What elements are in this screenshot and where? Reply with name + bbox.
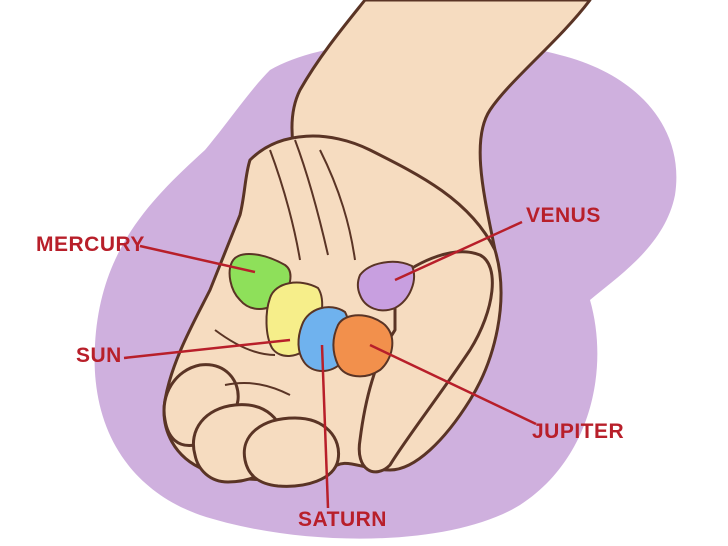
pointer-line-saturn <box>320 344 330 509</box>
crease-line <box>214 329 276 356</box>
crease-line <box>269 149 301 261</box>
crease-line <box>319 149 356 261</box>
label-venus: VENUS <box>526 204 601 227</box>
label-saturn: SATURN <box>298 508 387 531</box>
label-jupiter: JUPITER <box>532 420 624 443</box>
pointer-line-sun <box>123 338 291 360</box>
crease-line <box>224 382 291 396</box>
pointer-line-venus <box>394 220 523 282</box>
pointer-line-jupiter <box>369 343 537 426</box>
mount-venus <box>356 260 415 312</box>
thumb <box>357 250 494 474</box>
finger-middle <box>242 416 341 488</box>
pointer-line-mercury <box>139 244 256 274</box>
label-sun: SUN <box>76 344 122 367</box>
label-mercury: MERCURY <box>36 233 145 256</box>
mount-jupiter <box>332 314 394 378</box>
crease-line <box>294 139 329 256</box>
